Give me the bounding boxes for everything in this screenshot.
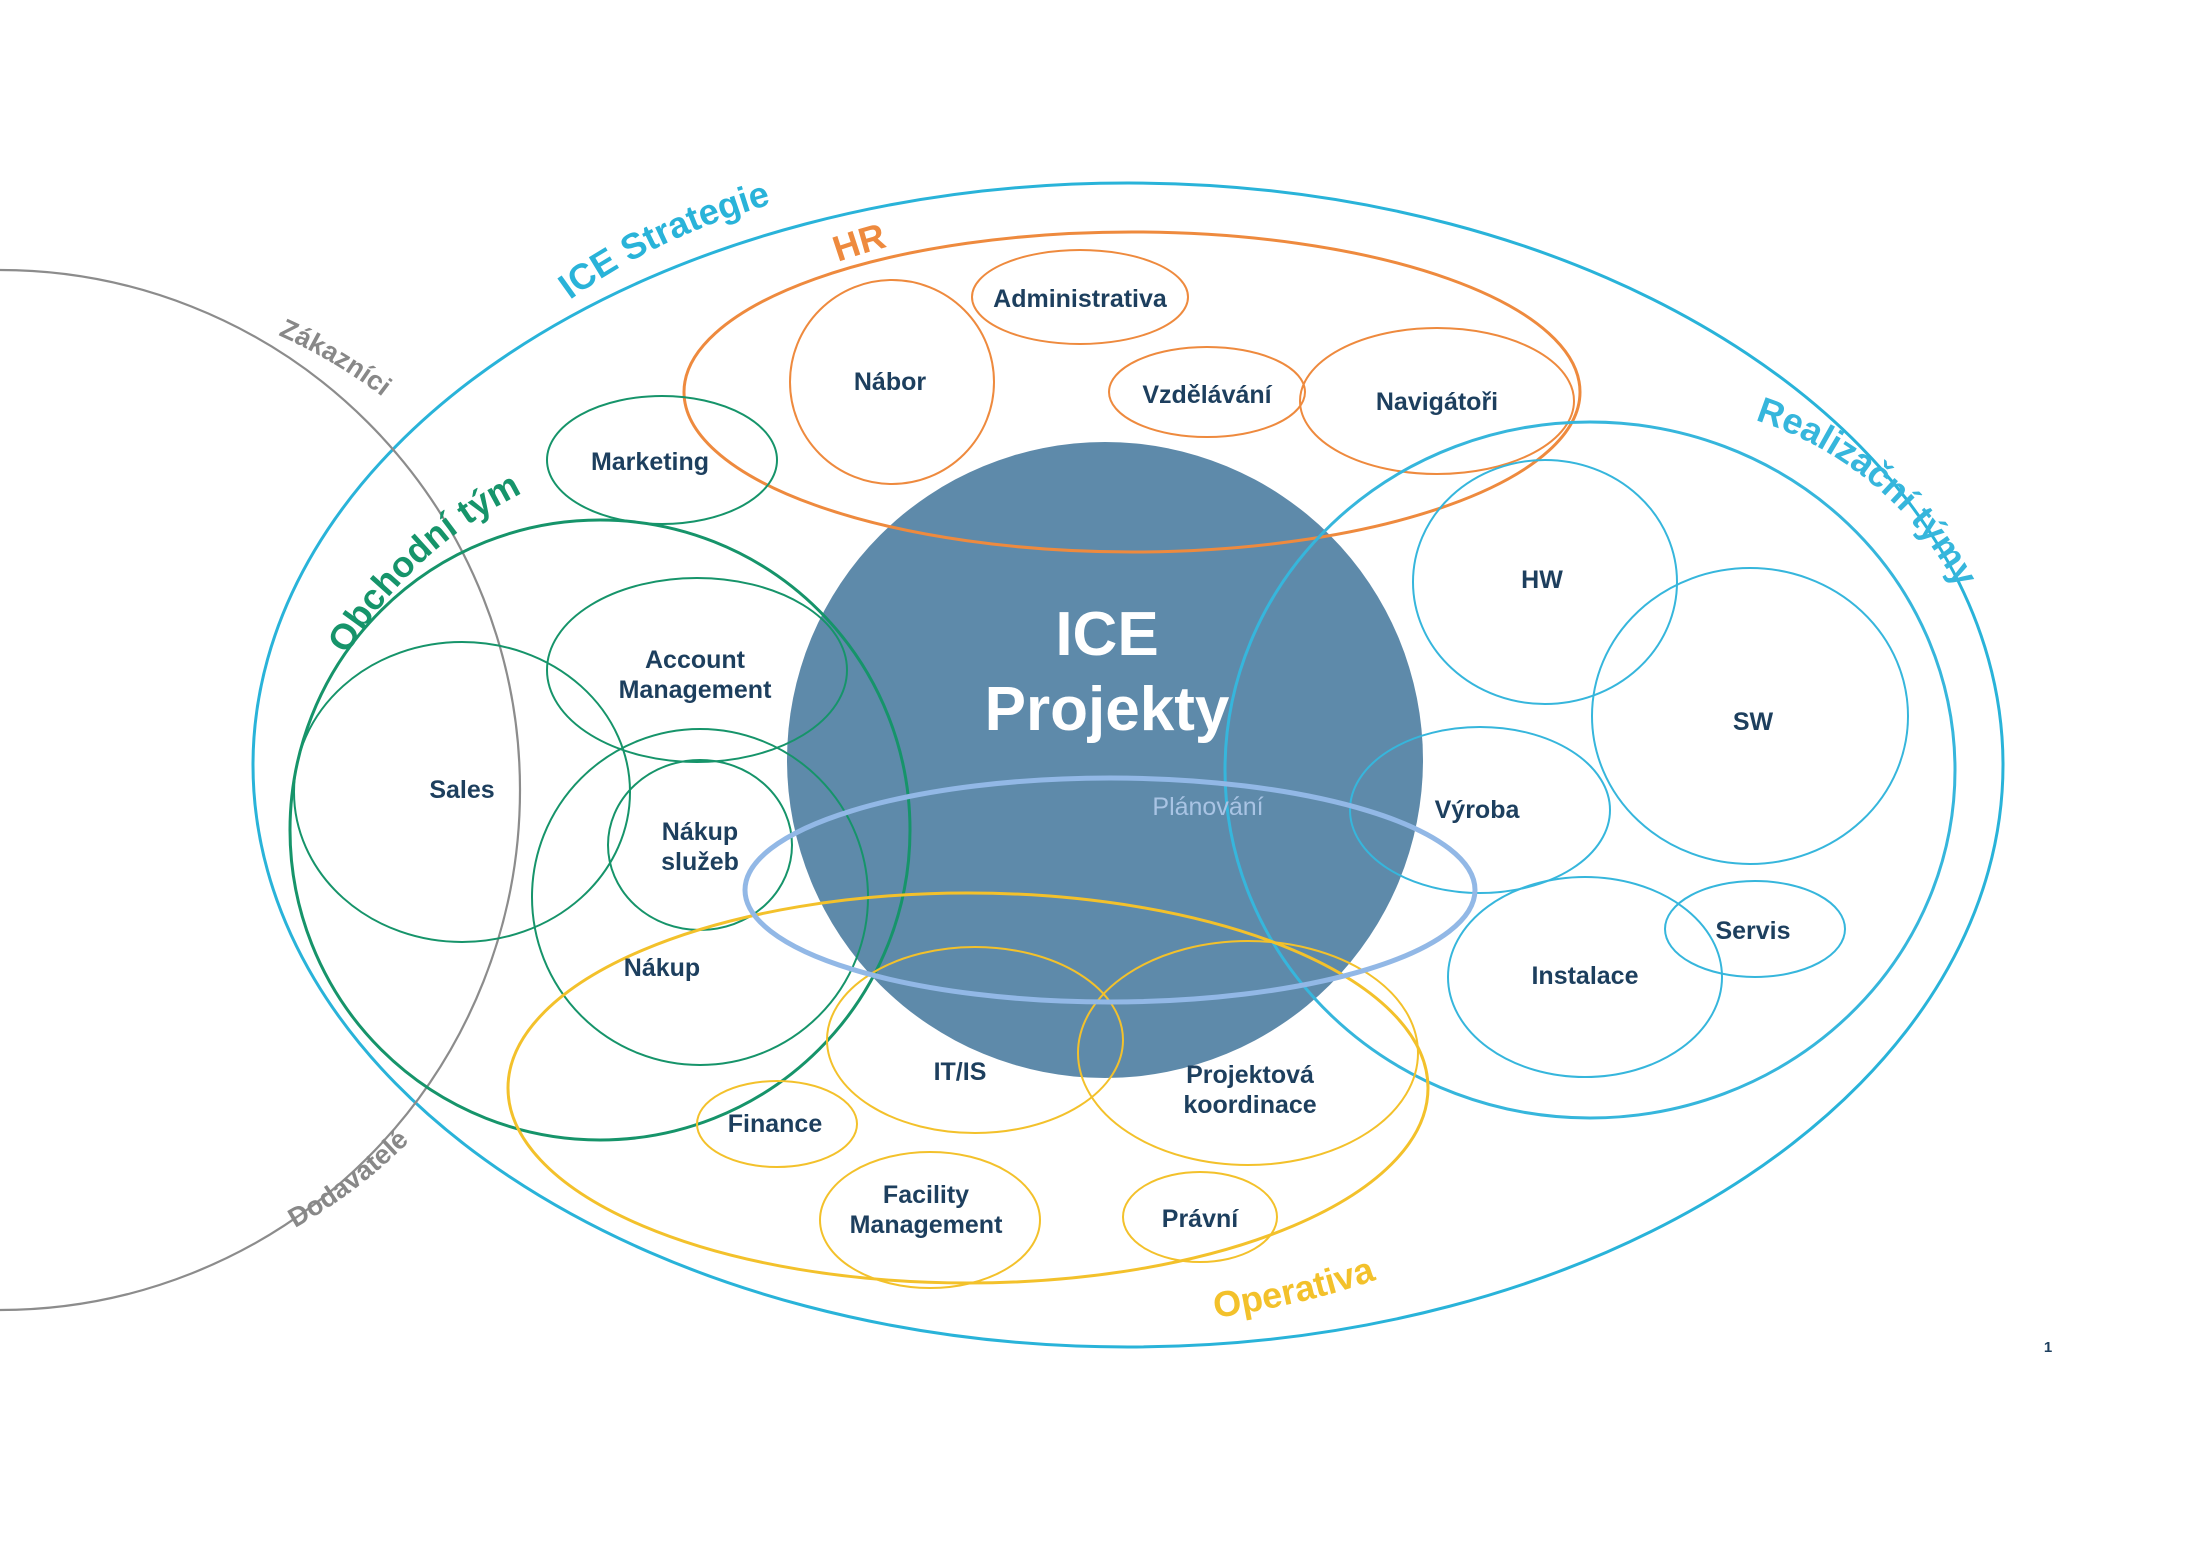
unit-label-projektova-line1: Projektová	[1186, 1061, 1314, 1089]
center-title-line1: ICE	[1055, 600, 1158, 669]
operations-boundary	[506, 891, 1430, 1285]
group-label-delivery: Realizační týmy	[1752, 389, 1986, 593]
unit-label-facility-line1: Facility	[883, 1181, 969, 1209]
unit-label-vzdelavani: Vzdělávání	[1142, 381, 1272, 409]
unit-finance-ring	[696, 1080, 858, 1168]
stakeholder-boundary	[0, 269, 521, 1311]
unit-label-sales: Sales	[429, 776, 494, 804]
unit-servis-ring	[1664, 880, 1846, 978]
unit-label-nakup: Nákup	[624, 954, 700, 982]
unit-vyroba-ring	[1349, 726, 1611, 894]
sales-team-boundary	[288, 518, 912, 1142]
unit-label-account-line1: Account	[645, 646, 746, 674]
ice-strategy-boundary	[251, 181, 2005, 1349]
unit-administrativa-ring	[971, 249, 1189, 345]
unit-label-account-line2: Management	[619, 676, 772, 704]
unit-label-facility-line2: Management	[850, 1211, 1003, 1239]
unit-marketing-ring	[546, 395, 778, 525]
page-number: 1	[2044, 1339, 2052, 1356]
unit-label-vyroba: Výroba	[1435, 796, 1521, 824]
unit-label-servis: Servis	[1715, 917, 1790, 945]
unit-label-pravni: Právní	[1162, 1205, 1239, 1233]
unit-nabor-ring	[789, 279, 995, 485]
unit-sales-ring	[293, 641, 631, 943]
group-label-operations: Operativa	[1210, 1248, 1380, 1326]
unit-vzdelavani-ring	[1108, 346, 1306, 438]
unit-label-nakup-sluzeb-line2: služeb	[661, 848, 739, 876]
unit-navigatori-ring	[1299, 327, 1575, 475]
unit-pravni-ring	[1122, 1171, 1278, 1263]
unit-label-nabor: Nábor	[854, 368, 927, 396]
center-title-line2: Projekty	[985, 675, 1230, 744]
unit-facility-management-ring	[819, 1151, 1041, 1289]
unit-projektova-koordinace-ring	[1077, 940, 1419, 1166]
unit-sw-ring	[1591, 567, 1909, 865]
planning-ring	[742, 775, 1478, 1005]
unit-label-itis: IT/IS	[934, 1058, 987, 1086]
unit-label-finance: Finance	[728, 1110, 823, 1138]
unit-label-navigatori: Navigátoři	[1376, 388, 1498, 416]
planning-label: Plánování	[1152, 793, 1263, 821]
unit-label-hw: HW	[1521, 566, 1563, 594]
hr-boundary	[682, 230, 1582, 554]
unit-label-nakup-sluzeb-line1: Nákup	[662, 818, 738, 846]
edge-label-suppliers: Dodavatelé	[283, 1124, 414, 1233]
unit-label-marketing: Marketing	[591, 448, 709, 476]
unit-itis-ring	[826, 946, 1124, 1134]
unit-hw-ring	[1412, 459, 1678, 705]
group-label-strategy: ICE Strategie	[551, 173, 774, 307]
unit-label-projektova-line2: koordinace	[1183, 1091, 1316, 1119]
unit-account-management-ring	[546, 577, 848, 763]
unit-label-administrativa: Administrativa	[993, 285, 1168, 313]
edge-label-customers: Zákazníci	[275, 313, 396, 401]
delivery-teams-boundary	[1223, 420, 1957, 1120]
group-label-hr: HR	[828, 215, 890, 270]
unit-label-sw: SW	[1733, 708, 1774, 736]
unit-instalace-ring	[1447, 876, 1723, 1078]
ice-projekty-core	[787, 442, 1423, 1078]
unit-label-instalace: Instalace	[1531, 962, 1638, 990]
